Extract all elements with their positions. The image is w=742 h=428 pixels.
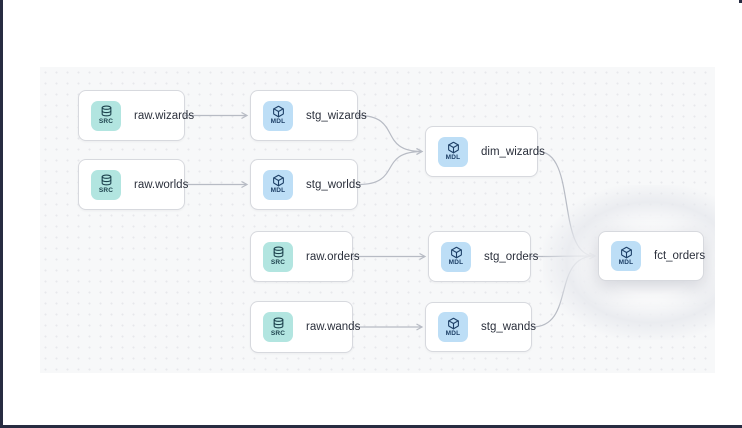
node-label: raw.wizards	[134, 109, 195, 122]
badge-label: MDL	[618, 258, 634, 266]
cube-icon	[272, 106, 284, 118]
node-label: raw.worlds	[134, 178, 189, 191]
node-label: raw.orders	[306, 250, 360, 263]
cube-icon	[447, 317, 459, 330]
node-stg_worlds[interactable]: MDL stg_worlds	[250, 159, 361, 210]
edge-stg_wands-to-fct_orders	[531, 256, 595, 328]
edge-stg_worlds-to-dim_wizards	[357, 152, 422, 186]
edge-stg_orders-to-fct_orders	[530, 256, 595, 257]
node-stg_wands[interactable]: MDL stg_wands	[425, 302, 536, 352]
node-label: fct_orders	[654, 250, 706, 262]
window-edge-bottom	[0, 425, 742, 428]
node-label: raw.wands	[306, 321, 361, 333]
node-label: stg_wands	[481, 321, 536, 333]
cube-icon	[450, 247, 462, 259]
node-fct_orders[interactable]: MDL fct_orders	[598, 231, 706, 281]
node-raw_wizards[interactable]: SRC raw.wizards	[78, 90, 194, 141]
node-dim_wizards[interactable]: MDL dim_wizards	[425, 126, 545, 177]
node-stg_orders[interactable]: MDL stg_orders	[428, 231, 538, 282]
node-raw_worlds[interactable]: SRC raw.worlds	[78, 159, 189, 210]
node-stg_wizards[interactable]: MDL stg_wizards	[250, 90, 367, 141]
node-label: stg_wizards	[306, 109, 367, 122]
window-edge-corner	[739, 0, 742, 3]
window-edge-left	[0, 0, 3, 428]
badge-label: SRC	[270, 329, 286, 337]
node-label: stg_orders	[484, 250, 539, 263]
cube-icon	[447, 142, 459, 154]
node-raw_orders[interactable]: SRC raw.orders	[250, 231, 360, 282]
edge-stg_wizards-to-dim_wizards	[357, 114, 422, 152]
cube-icon	[272, 175, 284, 187]
edge-dim_wizards-to-fct_orders	[537, 150, 595, 257]
node-label: dim_wizards	[481, 145, 545, 158]
lineage-canvas[interactable]: SRC raw.wizards MDL stg_wizards SRC raw.…	[40, 67, 715, 373]
badge-label: SRC	[98, 187, 114, 195]
badge-label: SRC	[270, 259, 286, 267]
node-raw_wands[interactable]: SRC raw.wands	[250, 301, 360, 353]
database-icon	[101, 174, 111, 186]
badge-label: MDL	[270, 118, 286, 126]
cube-icon	[620, 246, 632, 259]
badge-label: MDL	[448, 259, 464, 267]
badge-label: MDL	[270, 187, 286, 195]
database-icon	[273, 317, 283, 329]
database-icon	[273, 246, 283, 258]
badge-label: SRC	[98, 118, 114, 126]
database-icon	[101, 105, 111, 117]
node-label: stg_worlds	[306, 178, 361, 191]
badge-label: MDL	[445, 329, 461, 337]
badge-label: MDL	[445, 154, 461, 162]
